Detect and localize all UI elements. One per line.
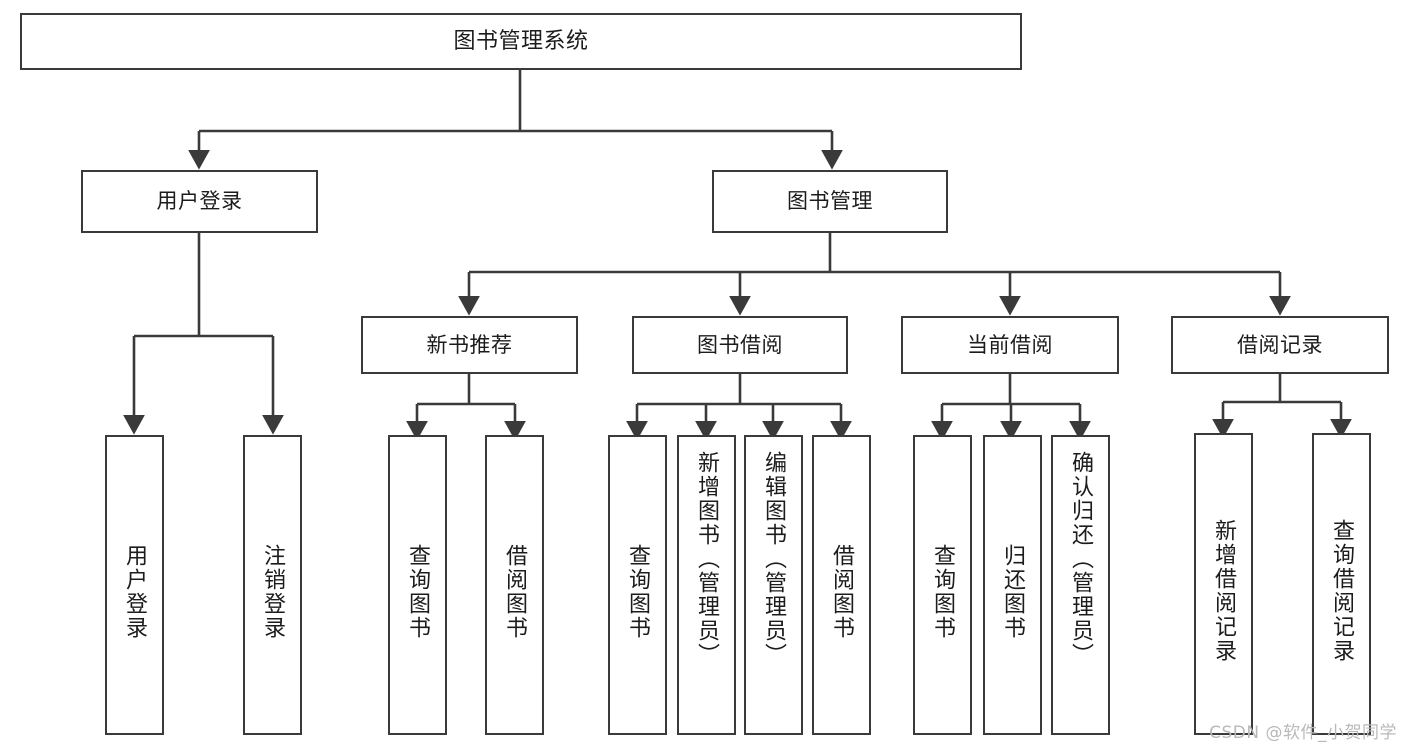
node-leaf-add-book[interactable]: 新增图书（管理员） — [677, 435, 736, 735]
node-leaf-logout-label: 注销登录 — [260, 544, 286, 640]
node-leaf-edit-book-label: 编辑图书（管理员） — [761, 451, 787, 667]
node-leaf-add-book-label: 新增图书（管理员） — [694, 451, 720, 667]
node-book-borrow[interactable]: 图书借阅 — [632, 316, 848, 374]
node-leaf-edit-book[interactable]: 编辑图书（管理员） — [744, 435, 803, 735]
node-leaf-query-book-3[interactable]: 查询图书 — [913, 435, 972, 735]
node-leaf-confirm-return-label: 确认归还（管理员） — [1068, 451, 1094, 667]
node-leaf-logout[interactable]: 注销登录 — [243, 435, 302, 735]
node-leaf-borrow-book-2[interactable]: 借阅图书 — [812, 435, 871, 735]
node-book-borrow-label: 图书借阅 — [697, 332, 783, 357]
node-leaf-user-login-label: 用户登录 — [122, 544, 148, 640]
node-leaf-query-book-2-label: 查询图书 — [625, 544, 651, 640]
node-leaf-query-book-3-label: 查询图书 — [930, 544, 956, 640]
node-root[interactable]: 图书管理系统 — [20, 13, 1022, 70]
node-borrow-record-label: 借阅记录 — [1237, 332, 1323, 357]
node-leaf-borrow-book-1[interactable]: 借阅图书 — [485, 435, 544, 735]
node-leaf-borrow-book-2-label: 借阅图书 — [829, 544, 855, 640]
node-current-borrow-label: 当前借阅 — [967, 332, 1053, 357]
node-leaf-query-book-1[interactable]: 查询图书 — [388, 435, 447, 735]
node-new-book-rec[interactable]: 新书推荐 — [361, 316, 578, 374]
node-borrow-record[interactable]: 借阅记录 — [1171, 316, 1389, 374]
node-root-label: 图书管理系统 — [453, 28, 589, 54]
node-leaf-user-login[interactable]: 用户登录 — [105, 435, 164, 735]
node-book-manage[interactable]: 图书管理 — [712, 170, 948, 233]
node-leaf-confirm-return[interactable]: 确认归还（管理员） — [1051, 435, 1110, 735]
node-new-book-rec-label: 新书推荐 — [426, 332, 513, 357]
node-leaf-query-record[interactable]: 查询借阅记录 — [1312, 433, 1371, 735]
node-leaf-return-book[interactable]: 归还图书 — [983, 435, 1042, 735]
node-leaf-return-book-label: 归还图书 — [1000, 544, 1026, 640]
node-user-login-label: 用户登录 — [156, 189, 243, 214]
node-leaf-query-book-2[interactable]: 查询图书 — [608, 435, 667, 735]
node-current-borrow[interactable]: 当前借阅 — [901, 316, 1119, 374]
node-user-login[interactable]: 用户登录 — [81, 170, 318, 233]
node-book-manage-label: 图书管理 — [787, 189, 873, 214]
watermark: CSDN @软件_小贺同学 — [1209, 723, 1397, 743]
node-leaf-add-record[interactable]: 新增借阅记录 — [1194, 433, 1253, 735]
node-leaf-query-book-1-label: 查询图书 — [405, 544, 431, 640]
node-leaf-query-record-label: 查询借阅记录 — [1329, 519, 1355, 663]
node-leaf-borrow-book-1-label: 借阅图书 — [502, 544, 528, 640]
node-leaf-add-record-label: 新增借阅记录 — [1211, 519, 1237, 663]
